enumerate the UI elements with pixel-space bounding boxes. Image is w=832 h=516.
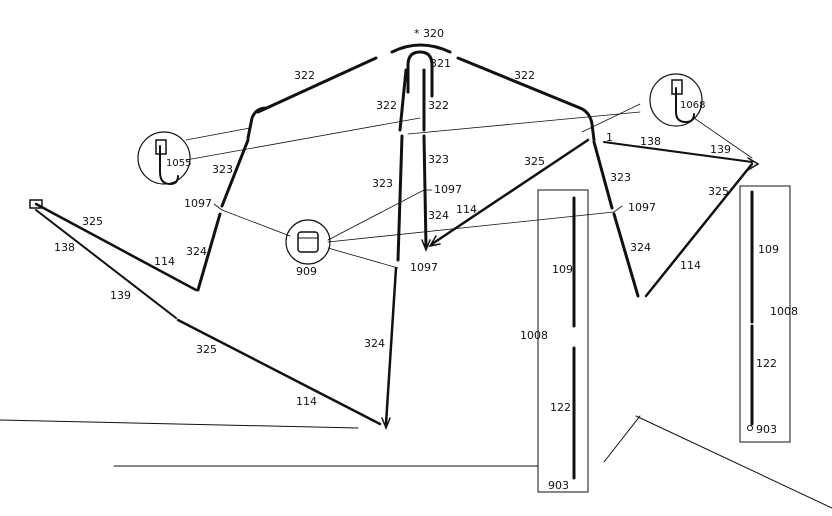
label-139-left: 139 bbox=[110, 289, 131, 302]
label-109-left: 109 bbox=[552, 263, 573, 276]
label-114-left-upper: 114 bbox=[154, 255, 175, 268]
label-324-left: 324 bbox=[186, 245, 207, 258]
callout-1068-circle bbox=[649, 73, 703, 127]
part-box-1008-right bbox=[739, 185, 791, 443]
pole-323-left bbox=[220, 138, 250, 208]
pole-322-right bbox=[456, 56, 582, 110]
label-1055: 1055 bbox=[166, 158, 192, 169]
label-325-left-lower: 325 bbox=[196, 343, 217, 356]
callout-1055-circle bbox=[137, 131, 191, 185]
pole-138-left bbox=[35, 209, 177, 319]
label-323-center-right: 323 bbox=[428, 153, 449, 166]
label-320: * 320 bbox=[414, 27, 444, 40]
label-114-left-lower: 114 bbox=[296, 395, 317, 408]
label-323-right: 323 bbox=[610, 171, 631, 184]
label-325-left-upper: 325 bbox=[82, 215, 103, 228]
label-322-left: 322 bbox=[294, 69, 315, 82]
label-321: 321 bbox=[430, 57, 451, 70]
crown-fitting bbox=[390, 43, 452, 54]
label-325-center: 325 bbox=[524, 155, 545, 168]
pole-323-center-left bbox=[396, 134, 404, 262]
cap-909 bbox=[297, 231, 319, 253]
label-324-center: 324 bbox=[364, 337, 385, 350]
label-122-left: 122 bbox=[550, 401, 571, 414]
hook-1068 bbox=[675, 87, 695, 124]
pole-322-center-left bbox=[398, 68, 408, 132]
center-hook bbox=[406, 50, 434, 98]
label-114-center: 114 bbox=[456, 203, 477, 216]
elbow-right bbox=[578, 106, 596, 142]
pole-323-right bbox=[592, 140, 614, 210]
label-324-center-right: 324 bbox=[428, 209, 449, 222]
label-323-left: 323 bbox=[212, 163, 233, 176]
label-122-right: 122 bbox=[756, 357, 777, 370]
pole-324-left bbox=[196, 212, 222, 292]
label-1008-left: 1008 bbox=[520, 329, 548, 342]
label-903-left: 903 bbox=[548, 479, 569, 492]
part-box-1008-left bbox=[537, 189, 589, 493]
label-1097-center-lower: 1097 bbox=[410, 261, 438, 274]
label-322-right: 322 bbox=[514, 69, 535, 82]
elbow-left bbox=[246, 106, 268, 140]
pole-324-center bbox=[384, 266, 398, 426]
label-1068: 1068 bbox=[680, 100, 706, 111]
pole-325-left-upper bbox=[34, 202, 198, 292]
label-1: 1 bbox=[606, 131, 613, 144]
pole-325-right bbox=[644, 162, 754, 298]
hook-1055 bbox=[159, 145, 179, 186]
label-1008-right: 1008 bbox=[770, 305, 798, 318]
pole-324-right bbox=[612, 212, 640, 298]
label-114-right: 114 bbox=[680, 259, 701, 272]
label-1097-right: 1097 bbox=[628, 201, 656, 214]
label-909: 909 bbox=[296, 265, 317, 278]
label-1097-center-upper: 1097 bbox=[434, 183, 462, 196]
label-138-right: 138 bbox=[640, 135, 661, 148]
label-322-center-left: 322 bbox=[376, 99, 397, 112]
pole-322-left bbox=[256, 56, 378, 114]
label-322-center-right: 322 bbox=[428, 99, 449, 112]
label-324-right: 324 bbox=[630, 241, 651, 254]
label-109-right: 109 bbox=[758, 243, 779, 256]
label-903-right: 903 bbox=[756, 423, 777, 436]
label-139-right: 139 bbox=[710, 143, 731, 156]
label-325-right: 325 bbox=[708, 185, 729, 198]
pole-325-left-lower bbox=[176, 318, 382, 426]
callout-909-circle bbox=[285, 219, 331, 265]
label-138-left: 138 bbox=[54, 241, 75, 254]
pole-138-right bbox=[603, 141, 753, 163]
pole-323-center-right bbox=[422, 134, 428, 248]
pole-325-center bbox=[430, 138, 590, 246]
label-1097-left: 1097 bbox=[184, 197, 212, 210]
label-323-center-left: 323 bbox=[372, 177, 393, 190]
